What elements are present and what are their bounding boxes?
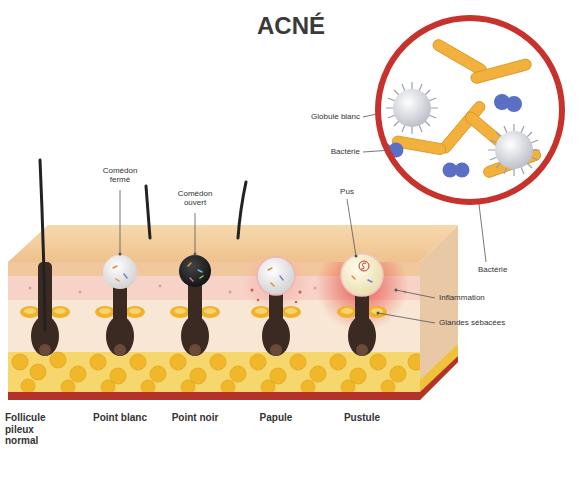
stage-label: Pustule [332, 412, 392, 424]
callout-label: Comédon ouvert [170, 189, 220, 207]
callout-label: Pus [333, 187, 361, 196]
callout-label: Glandes sébacées [439, 318, 549, 327]
stage-label: Follicule pileux normal [5, 412, 67, 447]
callout-label: Comédon fermé [95, 166, 145, 184]
callout-label: Inflammation [439, 293, 529, 302]
callout-label: Globule blanc [290, 112, 360, 121]
callout-label: Bactérie [300, 147, 360, 156]
stage-label: Point noir [165, 412, 225, 424]
stage-label: Point blanc [90, 412, 150, 424]
callout-label: Bactérie [478, 265, 538, 274]
stage-label: Papule [246, 412, 306, 424]
diagram-title: ACNÉ [0, 12, 582, 40]
